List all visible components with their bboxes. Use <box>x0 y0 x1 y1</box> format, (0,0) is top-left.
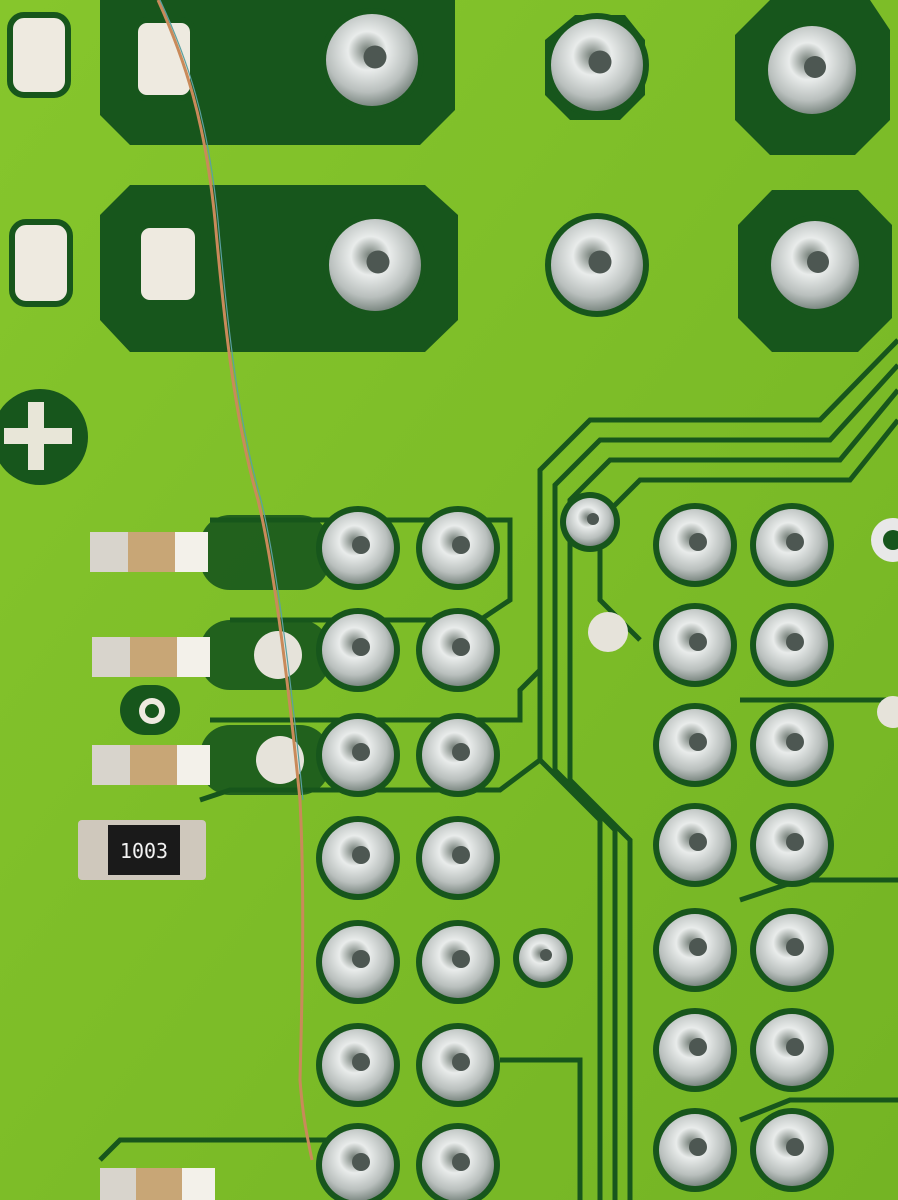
pad-pin <box>352 846 370 864</box>
pad-pin <box>587 513 599 525</box>
pad-pin <box>588 50 612 74</box>
capacitor-4 <box>100 1168 215 1200</box>
pad-pin <box>689 1138 707 1156</box>
pad-pin <box>807 251 829 273</box>
via-holes <box>139 518 898 784</box>
pad-pin <box>452 536 470 554</box>
pad-pin <box>786 833 804 851</box>
smd-pads-top <box>7 12 201 307</box>
pad-pin <box>352 638 370 656</box>
resistor-marking: 1003 <box>120 839 168 863</box>
pad-pin <box>352 536 370 554</box>
pad-pin <box>689 833 707 851</box>
pad-pin <box>366 250 390 274</box>
capacitor-1 <box>90 532 208 572</box>
pad-pin <box>689 1038 707 1056</box>
traces <box>98 338 898 1200</box>
pad-pin <box>452 638 470 656</box>
pad-pin <box>452 950 470 968</box>
pad-pin <box>352 1153 370 1171</box>
pad-pin <box>786 633 804 651</box>
pad-pin <box>363 45 387 69</box>
jumper-wire <box>156 0 314 1161</box>
pad-pin <box>352 743 370 761</box>
jumper-wire-strand <box>159 0 304 801</box>
pad-pin <box>689 733 707 751</box>
resistor: 1003 <box>78 820 206 880</box>
solder-pads <box>316 8 865 1200</box>
pad-pin <box>689 633 707 651</box>
pad-pin <box>786 1138 804 1156</box>
capacitor-3 <box>92 745 210 785</box>
pad-pin <box>786 1038 804 1056</box>
pad-pin <box>352 1053 370 1071</box>
capacitor-2 <box>92 637 210 677</box>
pad-pin <box>452 846 470 864</box>
pad-pin <box>786 533 804 551</box>
pad-pin <box>352 950 370 968</box>
pad-pin <box>786 938 804 956</box>
pad-pin <box>689 938 707 956</box>
pad-pin <box>786 733 804 751</box>
pad-pin <box>452 743 470 761</box>
plus-marker <box>4 402 72 470</box>
pad-pin <box>689 533 707 551</box>
pad-pin <box>804 56 826 78</box>
pad-pin <box>588 250 612 274</box>
pad-pin <box>452 1053 470 1071</box>
pad-pin <box>452 1153 470 1171</box>
pad-pin <box>540 949 552 961</box>
